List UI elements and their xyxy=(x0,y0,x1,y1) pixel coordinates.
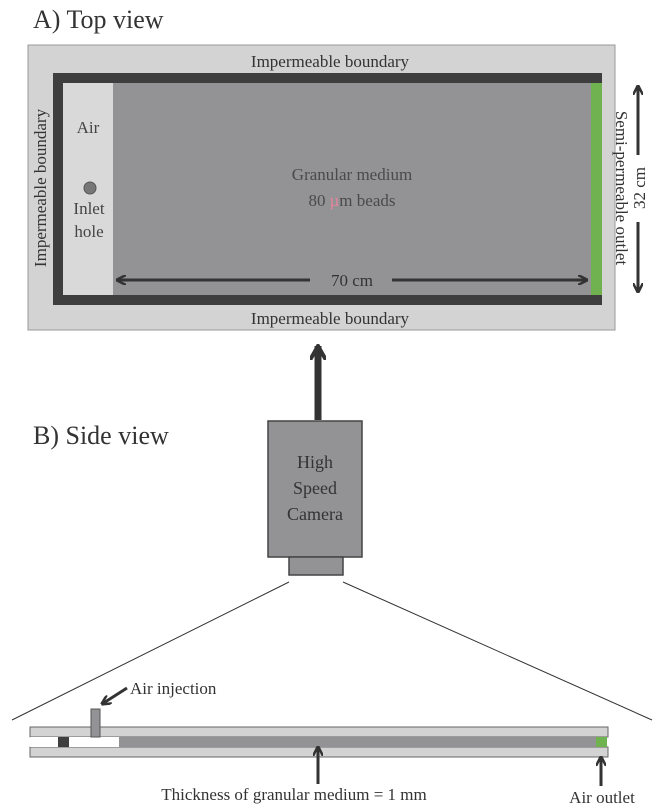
thickness-label: Thickness of granular medium = 1 mm xyxy=(161,785,426,804)
top-wall xyxy=(53,73,602,83)
height-dimension-label: 32 cm xyxy=(630,167,649,209)
bead-size-mu: µ xyxy=(330,191,340,210)
camera-label-line1: High xyxy=(297,452,333,472)
granular-medium-region xyxy=(113,83,591,295)
inlet-hole-icon xyxy=(83,181,97,195)
panel-a-heading: A) Top view xyxy=(33,5,164,34)
air-label: Air xyxy=(77,118,100,137)
bottom-wall xyxy=(53,295,602,305)
field-of-view-right xyxy=(342,581,653,721)
top-boundary-label: Impermeable boundary xyxy=(251,52,410,71)
bead-size-unit: m beads xyxy=(339,191,395,210)
air-injection-tube xyxy=(90,708,101,738)
camera-label-line2: Speed xyxy=(293,478,337,498)
camera-lens xyxy=(288,556,344,576)
side-outlet-strip xyxy=(596,737,607,747)
inlet-label-line2: hole xyxy=(74,222,103,241)
left-wall xyxy=(53,73,63,305)
air-outlet-label: Air outlet xyxy=(569,788,635,807)
left-boundary-label: Impermeable boundary xyxy=(31,108,50,267)
bottom-boundary-label: Impermeable boundary xyxy=(251,309,410,328)
granular-medium-label: Granular medium xyxy=(292,165,412,184)
bead-size-number: 80 xyxy=(309,191,326,210)
side-air-gap xyxy=(30,737,119,747)
side-gap-medium xyxy=(119,737,596,747)
camera-label-line3: Camera xyxy=(287,504,343,524)
air-injection-arrow xyxy=(102,686,128,704)
inlet-label-line1: Inlet xyxy=(73,199,104,218)
outlet-label: Semi-permeable outlet xyxy=(612,111,631,266)
side-left-wall xyxy=(58,737,69,747)
semi-permeable-outlet-strip xyxy=(591,83,602,295)
width-dimension-label: 70 cm xyxy=(331,271,373,290)
high-speed-camera-body xyxy=(267,420,363,558)
field-of-view-left xyxy=(11,581,290,721)
air-injection-label: Air injection xyxy=(130,679,217,698)
top-glass-plate xyxy=(29,726,609,738)
panel-b-heading: B) Side view xyxy=(33,421,169,450)
